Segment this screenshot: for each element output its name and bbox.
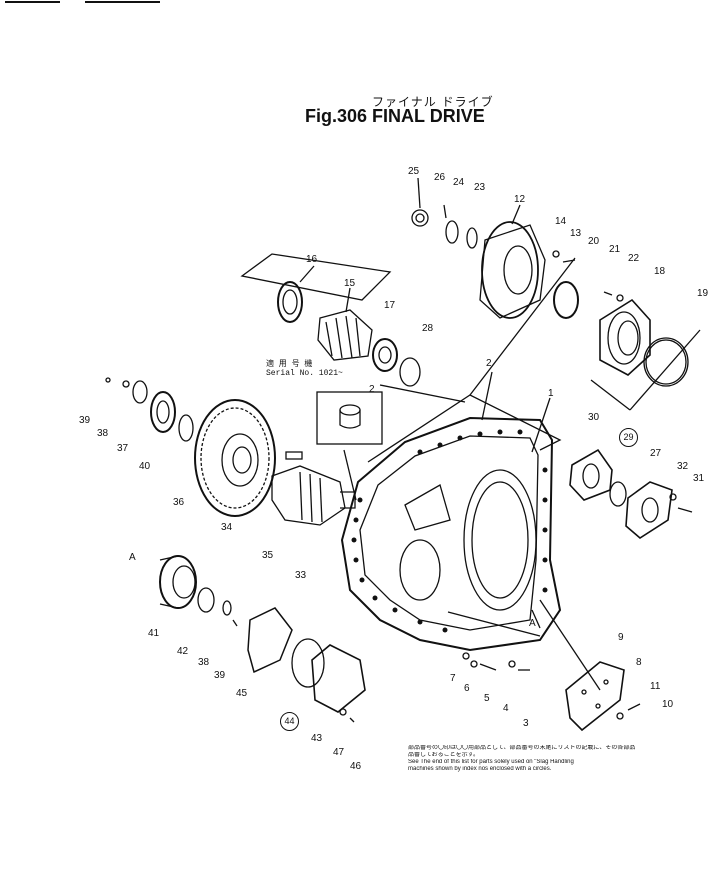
spur-gear [194,399,276,517]
figure-title-japanese: ファイナル ドライブ [372,95,494,109]
footnote: 部品番号の〇印は〇〇用部品として、部品番号の末尾にリストの記載に、その各部品 品… [408,745,698,773]
callout-a-right: A [529,618,536,629]
footnote-line: 品番しておることを示す。 [408,752,480,758]
countershaft [271,465,356,526]
callout-16: 16 [306,254,318,265]
callout-22: 22 [628,253,640,264]
callout-18: 18 [654,266,666,277]
callout-26: 26 [434,172,446,183]
callout-35: 35 [262,550,274,561]
callout-47: 47 [333,747,345,758]
callout-6: 6 [464,683,470,694]
callout-21: 21 [609,244,621,255]
callout-27: 27 [650,448,662,459]
callout-46: 46 [350,761,362,772]
callout-23: 23 [474,182,486,193]
callout-15: 15 [344,278,356,289]
callout-17: 17 [384,300,396,311]
callout-30: 30 [588,412,600,423]
callout-34: 34 [221,522,233,533]
callout-20: 20 [588,236,600,247]
callout-2-inset: 2 [369,384,375,395]
callout-32: 32 [677,461,689,472]
callout-41: 41 [148,628,160,639]
callout-40: 40 [139,461,151,472]
callout-11: 11 [650,681,661,692]
callout-8: 8 [636,657,642,668]
callout-13: 13 [570,228,582,239]
callout-44: 44 [280,712,299,731]
callout-3: 3 [523,718,529,729]
callout-10: 10 [662,699,674,710]
callout-2: 2 [486,358,492,369]
callout-28: 28 [422,323,434,334]
callout-33: 33 [295,570,307,581]
callout-a-left: A [129,552,136,563]
callout-39-lower: 39 [214,670,226,681]
callout-31: 31 [693,473,705,484]
serial-note: 適 用 号 機 Serial No. 1021~ [266,360,343,378]
callout-19: 19 [697,288,709,299]
figure-title: Fig.306 FINAL DRIVE [305,106,485,126]
sprocket-hub [479,221,546,319]
bearing-retainer [599,298,651,376]
pinion-shaft [317,309,373,361]
callout-43: 43 [311,733,323,744]
callout-42: 42 [177,646,189,657]
callout-29: 29 [619,428,638,447]
serial-note-number: Serial No. 1021~ [266,369,343,378]
footnote-line: 部品番号の〇印は〇〇用部品として、部品番号の末尾にリストの記載に、その各部品 [408,745,636,751]
callout-4: 4 [503,703,509,714]
serial-inset-box [316,391,383,445]
callout-39: 39 [79,415,91,426]
callout-36: 36 [173,497,185,508]
callout-12: 12 [514,194,526,205]
callout-38: 38 [97,428,109,439]
callout-1: 1 [548,388,554,399]
final-drive-case [340,416,562,652]
callout-9: 9 [618,632,624,643]
callout-24: 24 [453,177,465,188]
callout-7: 7 [450,673,456,684]
footnote-line: See The end of this list for parts solel… [408,759,574,765]
serial-note-jp: 適 用 号 機 [266,360,313,369]
footnote-line: machines shown by index nos enclosed wit… [408,766,552,772]
callout-45: 45 [236,688,248,699]
callout-37: 37 [117,443,129,454]
callout-25: 25 [408,166,420,177]
callout-5: 5 [484,693,490,704]
callout-38-lower: 38 [198,657,210,668]
callout-14: 14 [555,216,567,227]
